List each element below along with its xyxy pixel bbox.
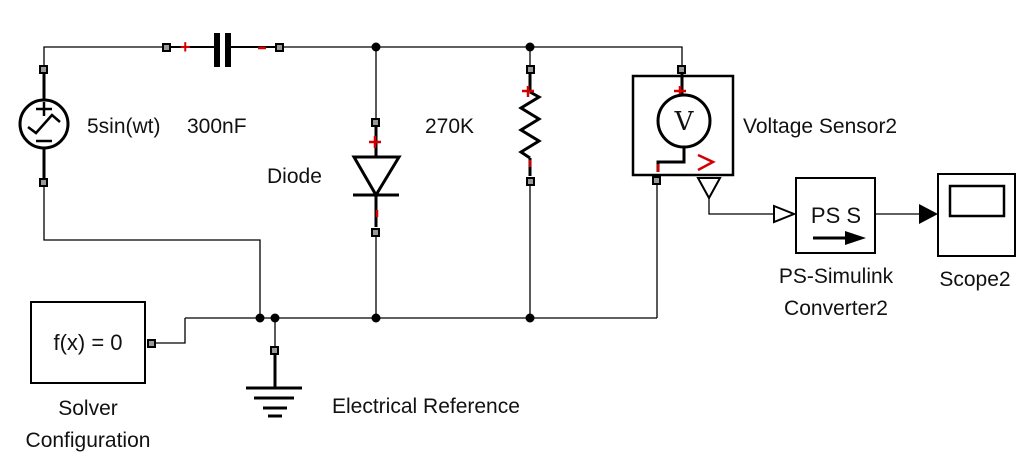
capacitor-block[interactable]: + (162, 33, 284, 67)
capacitor-label: 300nF (187, 115, 247, 138)
wire-source-bottom[interactable] (43, 183, 261, 318)
capacitor-plate (214, 33, 220, 67)
wires (43, 46, 920, 350)
signal-out-port[interactable] (696, 177, 722, 201)
converter-label-line2: Converter2 (784, 297, 888, 320)
scope-label: Scope2 (939, 268, 1010, 291)
signal-out-glyph (697, 153, 716, 172)
converter-glyph: PS S (811, 203, 861, 228)
junction-dot (371, 42, 381, 52)
wire-solver[interactable] (155, 318, 186, 344)
ac-voltage-source-block[interactable] (18, 65, 70, 187)
diode-label: Diode (267, 165, 322, 188)
ac-source-label: 5sin(wt) (87, 115, 161, 138)
signal-sensor-converter[interactable] (708, 195, 775, 215)
port-square[interactable] (371, 118, 380, 127)
junctions (255, 42, 535, 323)
port-square[interactable] (526, 177, 535, 186)
port-square[interactable] (39, 178, 48, 187)
port-square[interactable] (147, 339, 156, 348)
port-square[interactable] (39, 65, 48, 74)
resistor-block[interactable] (518, 65, 542, 186)
junction-dot (270, 313, 280, 323)
solver-configuration-block[interactable]: f(x) = 0 (30, 301, 156, 384)
resistor-label: 270K (425, 115, 474, 138)
electrical-reference-block[interactable] (246, 346, 302, 418)
junction-dot (371, 313, 381, 323)
signal-in-port[interactable] (773, 204, 797, 224)
port-square[interactable] (526, 65, 535, 74)
wire-top-bus[interactable] (282, 46, 683, 69)
junction-dot (525, 42, 535, 52)
voltmeter-glyph: V (674, 107, 695, 137)
voltage-sensor-block[interactable]: V (631, 65, 735, 201)
voltage-sensor-label: Voltage Sensor2 (743, 115, 897, 138)
arrow-right-icon (845, 231, 866, 245)
capacitor-plate (225, 33, 231, 67)
port-square[interactable] (652, 176, 661, 185)
diode-block[interactable] (351, 118, 402, 237)
diode-icon (351, 155, 402, 198)
port-square[interactable] (275, 43, 284, 52)
converter-label-line1: PS-Simulink (779, 265, 894, 288)
resistor-icon (518, 90, 542, 160)
solver-glyph: f(x) = 0 (53, 330, 122, 355)
junction-dot (525, 313, 535, 323)
port-square[interactable] (162, 43, 171, 52)
scope-input-arrow[interactable] (919, 204, 938, 224)
scope-screen-icon (948, 184, 1006, 218)
scope-block[interactable] (919, 173, 1016, 257)
ps-simulink-converter-block[interactable]: PS S (773, 177, 876, 254)
port-square[interactable] (270, 346, 279, 355)
junction-dot (255, 313, 265, 323)
solver-label-line1: Solver (58, 397, 118, 420)
electrical-reference-label: Electrical Reference (332, 395, 520, 418)
port-square[interactable] (677, 65, 686, 74)
port-square[interactable] (371, 228, 380, 237)
solver-label-line2: Configuration (26, 429, 151, 452)
plus-sign: + (180, 37, 191, 57)
wire-source-cap[interactable] (43, 46, 166, 69)
